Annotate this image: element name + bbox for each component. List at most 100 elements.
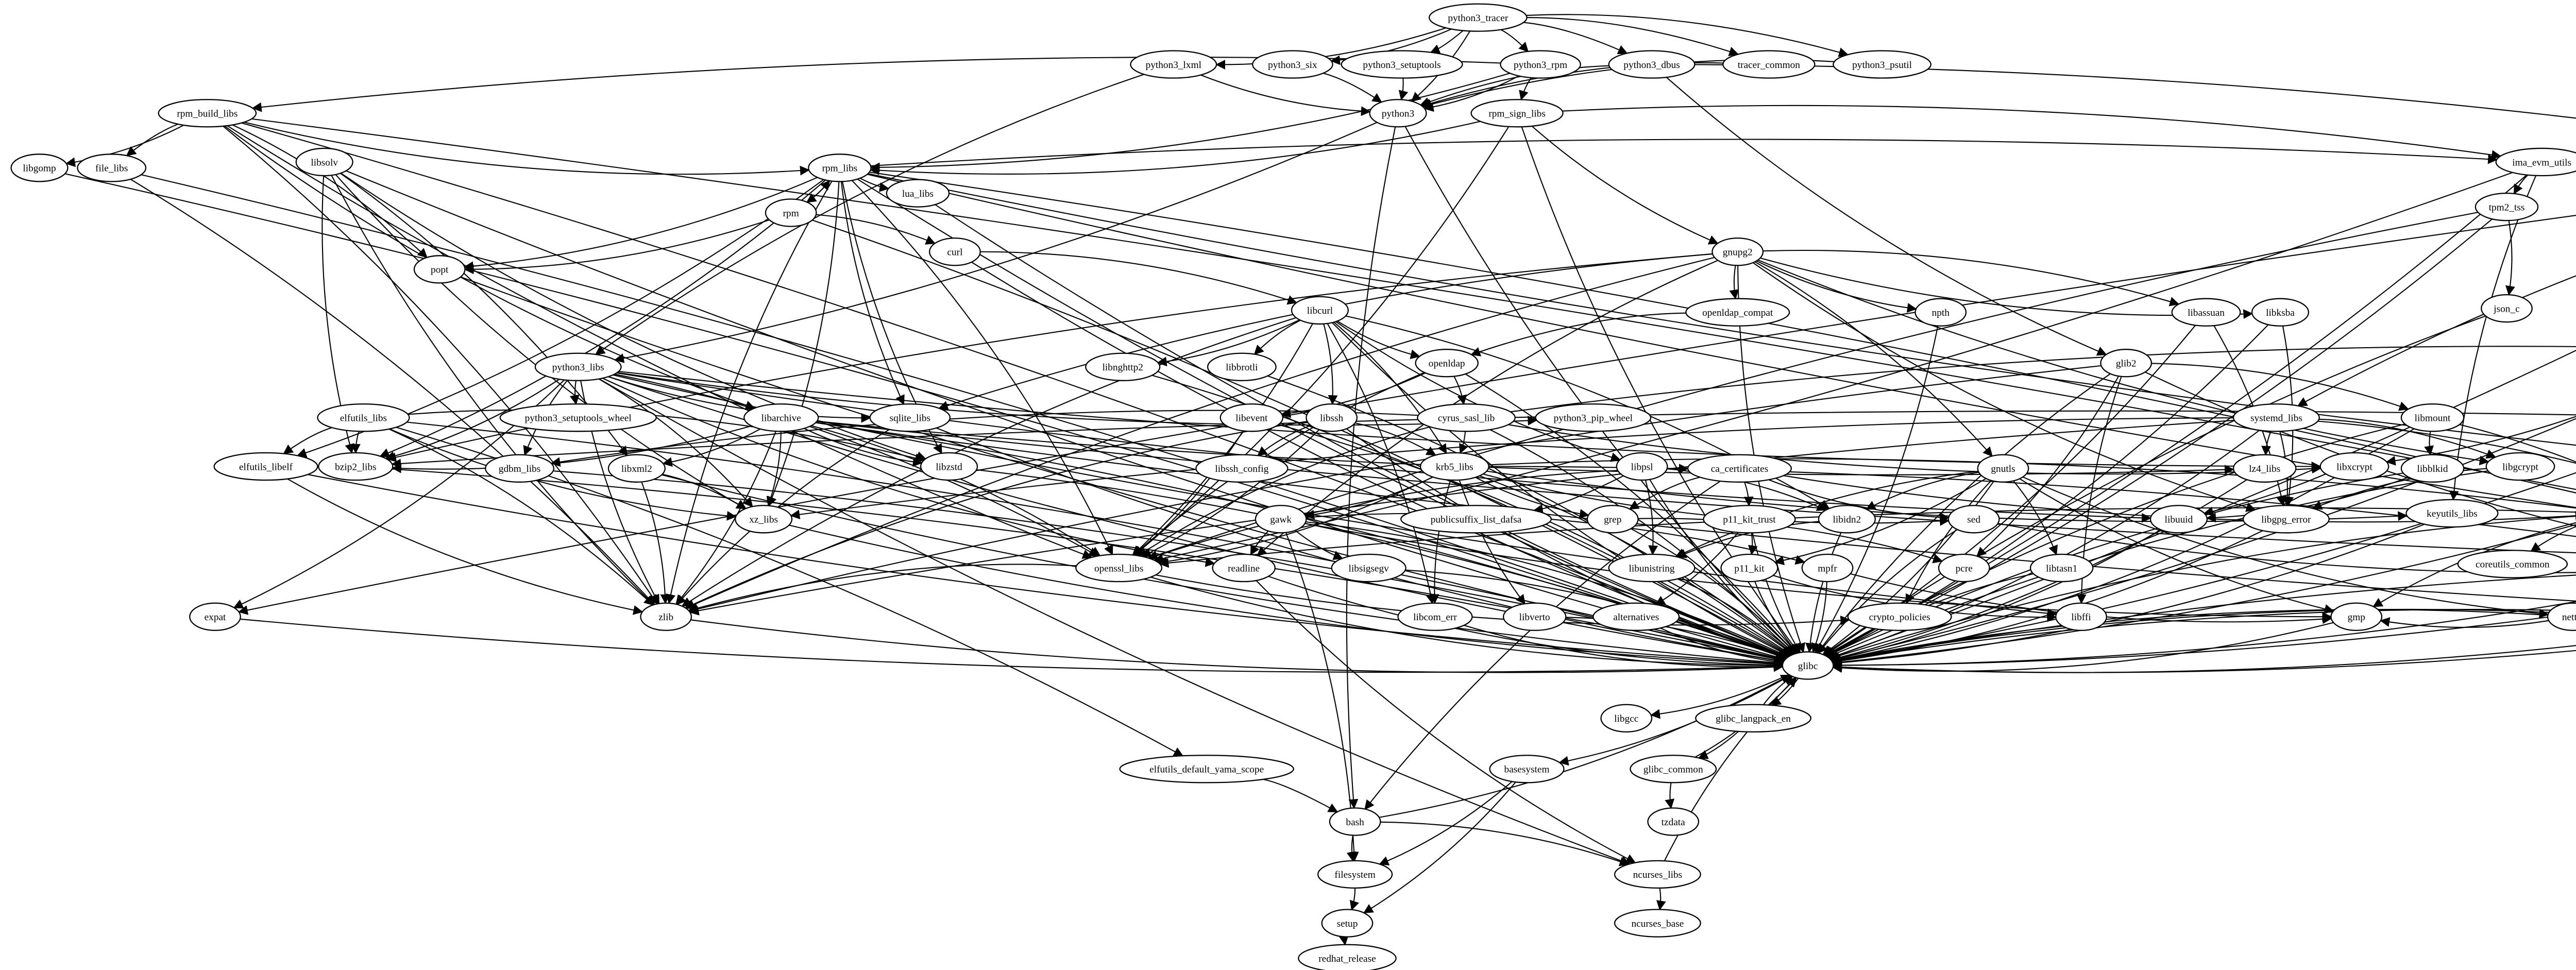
- node-ellipse: [2242, 505, 2330, 534]
- edge-ca_certificates-to-p11_kit_trust: [1743, 482, 1754, 507]
- graph-node-lua_libs: lua_libs: [886, 179, 950, 208]
- graph-node-libcurl: libcurl: [1291, 296, 1349, 325]
- node-label: sed: [1967, 515, 1980, 525]
- edge-systemd_libs-to-libgcrypt: [2318, 418, 2497, 459]
- node-ellipse: [1415, 349, 1479, 378]
- node-label: python3_dbus: [1623, 60, 1680, 71]
- edge-glib2-to-libmount: [2151, 363, 2409, 411]
- edge-rpm_build_libs-to-libacl: [251, 118, 2576, 490]
- node-label: libbrotli: [1226, 362, 1258, 373]
- node-ellipse: [1833, 50, 1931, 79]
- edge-ca_certificates-to-grep: [1629, 477, 1701, 510]
- graph-node-libssh_config: libssh_config: [1195, 454, 1289, 483]
- edge-libsolv-to-glibc: [345, 170, 1786, 662]
- edge-python3_rpm-to-python3: [1423, 75, 1519, 112]
- node-label: gdbm_libs: [499, 464, 541, 474]
- graph-node-libmount: libmount: [2400, 403, 2465, 432]
- node-label: mpfr: [1818, 563, 1837, 574]
- edge-glibc-to-libgcc: [1650, 674, 1789, 719]
- edge-tpm2_tss-to-glibc: [1825, 218, 2493, 657]
- edge-python3_libs-to-libxcrypt: [618, 370, 2321, 471]
- node-ellipse: [1586, 505, 1639, 534]
- graph-node-libunistring: libunistring: [1608, 553, 1696, 583]
- edge-pcre2-to-glibc: [1832, 645, 2576, 673]
- edge-zlib-to-glibc: [690, 619, 1784, 673]
- graph-node-p11_kit: p11_kit: [1720, 553, 1778, 583]
- graph-node-systemd_libs: systemd_libs: [2232, 403, 2320, 432]
- graph-node-libsolv: libsolv: [295, 147, 353, 177]
- node-ellipse: [765, 198, 817, 227]
- edge-libsolv-to-xz_libs: [335, 174, 747, 509]
- graph-node-libxcrypt: libxcrypt: [2319, 452, 2389, 481]
- node-label: libgpg_error: [2261, 515, 2311, 525]
- node-label: curl: [947, 247, 962, 258]
- node-label: libsolv: [311, 157, 338, 168]
- edge-libmount-to-libselinux: [2459, 424, 2576, 463]
- edge-bash-to-ncurses_libs: [1380, 821, 1630, 866]
- edge-libpsl-to-libidn2: [1667, 468, 1827, 511]
- edge-ima_evm_utils-to-tpm2_tss: [2513, 175, 2529, 195]
- node-label: systemd_libs: [2250, 413, 2302, 424]
- graph-node-mpfr: mpfr: [1801, 553, 1854, 583]
- edge-gnutls-to-gmp: [2019, 478, 2334, 614]
- edge-libcurl-to-glibc: [1332, 322, 1791, 657]
- edge-coreutils-to-coreutils_common: [2530, 526, 2576, 552]
- node-label: zlib: [658, 612, 673, 623]
- edge-coreutils-to-glibc: [1828, 516, 2576, 661]
- edge-glibc-to-basesystem: [1558, 675, 1791, 766]
- edge-rpm-to-glibc: [812, 219, 1791, 656]
- node-ellipse: [1341, 50, 1463, 79]
- graph-node-python3: python3: [1369, 99, 1427, 128]
- graph-node-elfutils_default_yama_scope: elfutils_default_yama_scope: [1119, 755, 1294, 784]
- graph-node-gdbm_libs: gdbm_libs: [485, 454, 554, 483]
- node-label: libcurl: [1307, 305, 1333, 316]
- edge-readline-to-glibc: [1268, 575, 1784, 670]
- node-ellipse: [2400, 454, 2465, 483]
- edge-python3_tracer-to-python3_dbus: [1523, 22, 1628, 55]
- node-label: rpm_libs: [822, 163, 858, 174]
- node-ellipse: [1255, 505, 1307, 534]
- edge-gnupg2-to-gnutls: [1754, 261, 1993, 457]
- graph-node-python3_setuptools: python3_setuptools: [1341, 50, 1463, 79]
- node-ellipse: [1616, 452, 1668, 481]
- graph-node-setup: setup: [1321, 909, 1374, 938]
- graph-node-ima_evm_utils: ima_evm_utils: [2495, 147, 2576, 177]
- graph-node-bash: bash: [1329, 807, 1381, 836]
- node-label: python3_rpm: [1514, 60, 1567, 71]
- graph-node-coreutils_common: coreutils_common: [2457, 550, 2568, 578]
- node-ellipse: [1291, 296, 1349, 325]
- node-ellipse: [607, 454, 666, 483]
- edge-gawk-to-glibc: [1306, 521, 1790, 658]
- graph-node-openldap: openldap: [1415, 349, 1479, 378]
- node-ellipse: [1592, 602, 1680, 631]
- node-ellipse: [2149, 505, 2208, 534]
- node-label: python3_psutil: [1852, 60, 1912, 71]
- edge-rpm_libs-to-lua_libs: [859, 177, 890, 192]
- graph-node-lz4_libs: lz4_libs: [2232, 454, 2297, 483]
- graph-node-popt: popt: [413, 255, 466, 284]
- node-ellipse: [2319, 452, 2389, 481]
- edge-openssl_libs-to-glibc: [1150, 576, 1784, 671]
- node-label: python3_six: [1268, 60, 1317, 71]
- edge-sed-to-libselinux: [1997, 523, 2576, 573]
- graph-node-libbrotli: libbrotli: [1207, 352, 1277, 381]
- edge-rpm_build_libs-to-rpm_libs: [244, 122, 810, 176]
- edge-rpm-to-rpm_libs: [806, 180, 831, 203]
- edge-krb5_libs-to-libverto: [1459, 480, 1526, 605]
- edge-libcap-to-glibc: [1832, 612, 2576, 670]
- graph-node-bzip2_libs: bzip2_libs: [318, 452, 394, 481]
- graph-node-libzstd: libzstd: [920, 452, 978, 481]
- edge-rpm_libs-to-ima_evm_utils: [870, 139, 2498, 167]
- edge-libsigsegv-to-glibc: [1405, 569, 1789, 659]
- graph-node-glibc_langpack_en: glibc_langpack_en: [1695, 704, 1811, 733]
- node-ellipse: [1207, 352, 1277, 381]
- graph-node-libarchive: libarchive: [743, 403, 819, 432]
- edge-rpm_sign_libs-to-gnupg2: [1531, 125, 1719, 245]
- node-ellipse: [1720, 553, 1778, 583]
- node-ellipse: [1130, 50, 1217, 79]
- edge-libssh-to-zlib: [684, 420, 1308, 609]
- node-ellipse: [1535, 403, 1652, 432]
- edge-libcurl-to-libssh: [1323, 324, 1338, 405]
- node-ellipse: [1647, 807, 1700, 836]
- graph-node-libgpg_error: libgpg_error: [2242, 505, 2330, 534]
